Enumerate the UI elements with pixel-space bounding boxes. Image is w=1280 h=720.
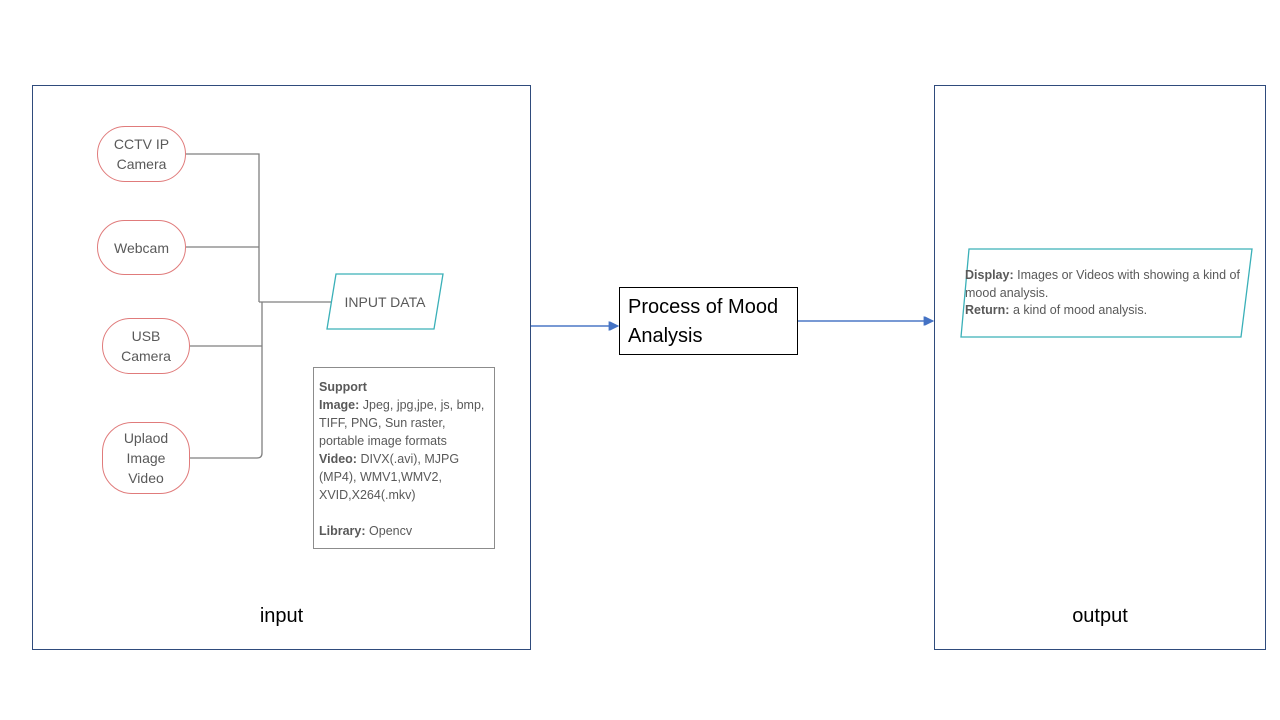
process-label: Process of Mood Analysis — [628, 296, 779, 347]
source-cctv-label: CCTV IP Camera — [113, 136, 170, 172]
source-usb-label: USB Camera — [121, 328, 171, 364]
source-webcam: Webcam — [97, 220, 186, 275]
support-title: Support — [319, 380, 367, 394]
output-display-label: Display: — [965, 268, 1014, 282]
support-library-label: Library: — [319, 524, 366, 538]
output-panel-label: output — [1072, 605, 1128, 627]
output-return-text: a kind of mood analysis. — [1012, 303, 1148, 317]
source-webcam-label: Webcam — [114, 239, 169, 256]
output-display-text: Images or Videos with showing a kind of … — [965, 268, 1240, 300]
output-panel: output — [934, 85, 1266, 650]
input-panel-label: input — [259, 605, 304, 627]
source-usb-camera: USB Camera — [102, 318, 190, 374]
support-video-label: Video: — [319, 452, 357, 466]
support-library-text: Opencv — [369, 524, 413, 538]
support-box: Support Image: Jpeg, jpg,jpe, js, bmp, T… — [313, 367, 495, 549]
source-upload-image-video: Uplaod Image Video — [102, 422, 190, 494]
source-upload-label: Uplaod Image Video — [123, 430, 169, 486]
support-video-text: DIVX(.avi), MJPG (MP4), WMV1,WMV2, XVID,… — [319, 452, 460, 502]
input-data-label: INPUT DATA — [344, 293, 426, 310]
output-data-text: Display: Images or Videos with showing a… — [965, 267, 1250, 320]
support-image-label: Image: — [319, 398, 360, 412]
output-return-label: Return: — [965, 303, 1010, 317]
process-mood-analysis-box: Process of Mood Analysis — [619, 287, 798, 355]
support-image-text: Jpeg, jpg,jpe, js, bmp, TIFF, PNG, Sun r… — [319, 398, 485, 448]
source-cctv-ip-camera: CCTV IP Camera — [97, 126, 186, 182]
